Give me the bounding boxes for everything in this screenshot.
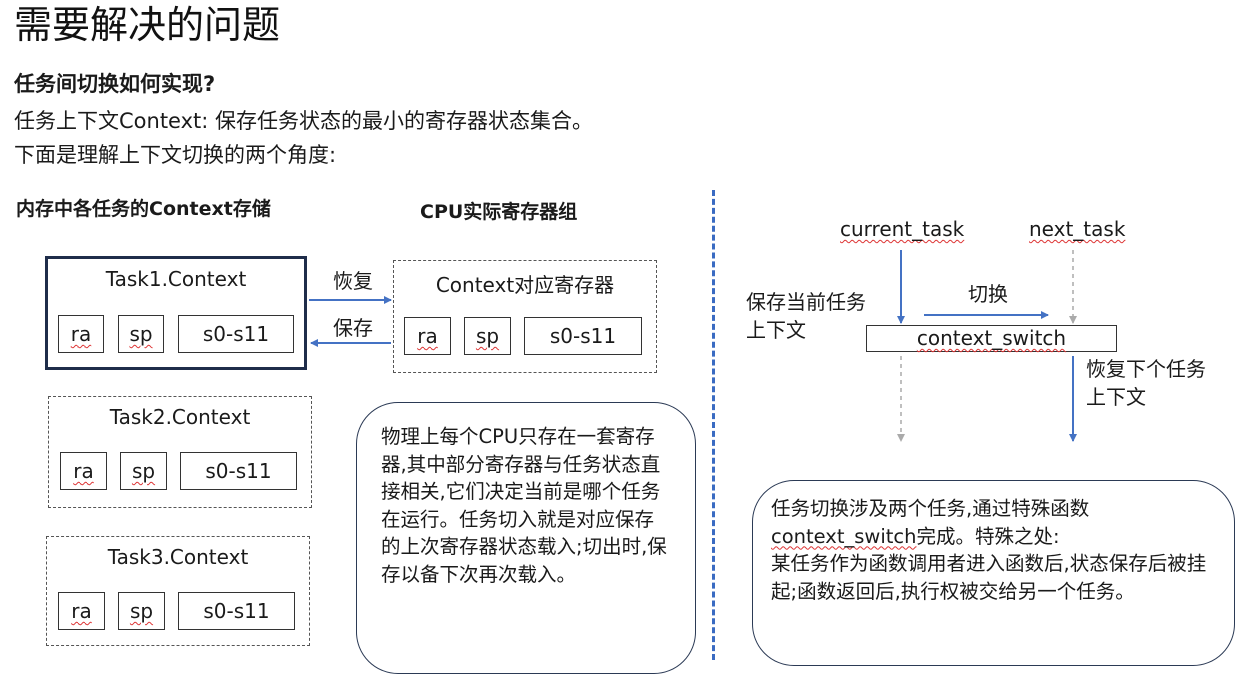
save-arrow-label: 保存 xyxy=(333,316,373,340)
task2-context-box: Task2.Context ra sp s0-s11 xyxy=(48,396,312,508)
intro-line-1: 任务上下文Context: 保存任务状态的最小的寄存器状态集合。 xyxy=(14,109,594,133)
next-task-label: next_task xyxy=(1029,217,1126,241)
task1-context-box: Task1.Context ra sp s0-s11 xyxy=(45,256,307,370)
section-divider xyxy=(712,190,715,660)
page-title: 需要解决的问题 xyxy=(14,3,281,47)
task2-label: Task2.Context xyxy=(109,405,251,429)
memory-heading: 内存中各任务的Context存储 xyxy=(16,198,271,220)
context-switch-box: context_switch xyxy=(866,325,1117,352)
task1-reg-ra: ra xyxy=(58,315,104,353)
cpu-registers-box: Context对应寄存器 ra sp s0-s11 xyxy=(393,260,657,373)
task3-reg-ra: ra xyxy=(58,592,105,630)
cpu-heading: CPU实际寄存器组 xyxy=(420,201,578,223)
task3-context-box: Task3.Context ra sp s0-s11 xyxy=(46,536,310,646)
cpu-reg-ra: ra xyxy=(404,317,451,355)
task1-reg-s0-s11: s0-s11 xyxy=(178,315,294,353)
task3-reg-sp: sp xyxy=(118,592,165,630)
save-current-label-2: 上下文 xyxy=(746,318,806,342)
restore-next-label-2: 上下文 xyxy=(1086,385,1146,409)
task1-label: Task1.Context xyxy=(105,267,247,291)
current-task-label: current_task xyxy=(840,217,965,241)
task2-reg-sp: sp xyxy=(120,452,167,490)
switch-label: 切换 xyxy=(968,282,1008,306)
save-current-label-1: 保存当前任务 xyxy=(746,290,866,314)
cpu-reg-sp: sp xyxy=(464,317,511,355)
task2-reg-s0-s11: s0-s11 xyxy=(180,452,297,490)
restore-next-label-1: 恢复下个任务 xyxy=(1086,357,1206,381)
cpu-register-note: 物理上每个CPU只存在一套寄存器,其中部分寄存器与任务状态直接相关,它们决定当前… xyxy=(356,402,696,674)
task2-reg-ra: ra xyxy=(60,452,107,490)
cpu-reg-s0-s11: s0-s11 xyxy=(524,317,642,355)
context-switch-note: 任务切换涉及两个任务,通过特殊函数 context_switch完成。特殊之处:… xyxy=(752,480,1235,666)
intro-line-2: 下面是理解上下文切换的两个角度: xyxy=(14,143,337,167)
task1-reg-sp: sp xyxy=(118,315,164,353)
task3-label: Task3.Context xyxy=(107,545,249,569)
page-subtitle: 任务间切换如何实现? xyxy=(14,72,216,96)
task3-reg-s0-s11: s0-s11 xyxy=(178,592,295,630)
restore-arrow-label: 恢复 xyxy=(333,269,373,293)
cpu-registers-label: Context对应寄存器 xyxy=(435,273,615,297)
